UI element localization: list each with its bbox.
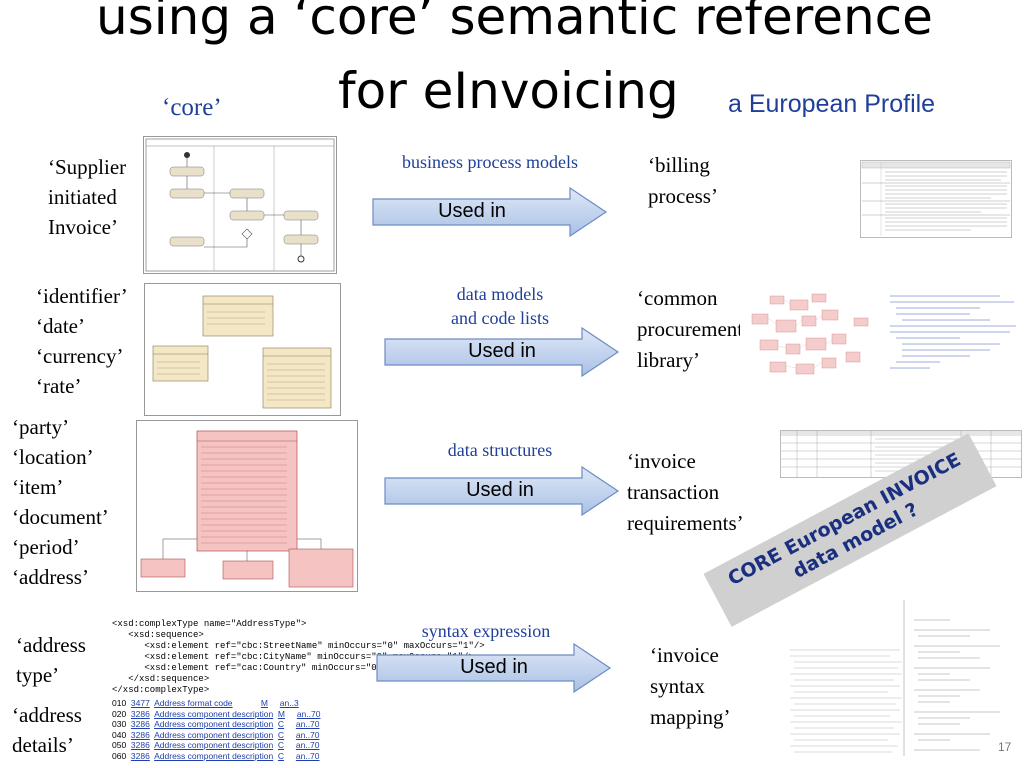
procurement-library-thumbnail: [740, 290, 1020, 382]
used-in-arrow-1: Used in: [372, 187, 608, 237]
table-row: 010 3477 Address format code M an..3: [112, 698, 299, 708]
left-label-address-details: ‘address details’: [12, 703, 82, 757]
core-label: ‘core’: [162, 94, 222, 121]
process-model-thumbnail: [143, 136, 337, 274]
table-row: 050 3286 Address component description C…: [112, 740, 320, 750]
left-label-supplier-invoice: ‘Supplier initiated Invoice’: [48, 155, 127, 239]
left-label-party: ‘party’ ‘location’ ‘item’ ‘document’ ‘pe…: [12, 415, 109, 589]
right-label-billing-process: ‘billing process’: [648, 153, 718, 208]
page-number: 17: [998, 740, 1012, 754]
left-label-identifier: ‘identifier’ ‘date’ ‘currency’ ‘rate’: [36, 284, 128, 398]
used-in-label-4: Used in: [460, 656, 528, 678]
used-in-arrow-3: Used in: [384, 466, 620, 516]
category-business-process-models: business process models: [402, 152, 578, 172]
billing-process-requirements-thumbnail: [860, 160, 1012, 238]
address-details-table: 010 3477 Address format code M an..3 020…: [112, 698, 320, 761]
category-data-models: data models and code lists: [451, 284, 549, 328]
data-structure-thumbnail: [136, 420, 358, 592]
right-label-invoice-transaction-requirements: ‘invoice transaction requirements’: [627, 449, 744, 535]
table-row: 040 3286 Address component description C…: [112, 729, 320, 740]
slide-title-line1: using a ‘core’ semantic reference: [96, 0, 933, 46]
left-label-address-type: ‘address type’: [16, 633, 86, 687]
table-row: 060 3286 Address component description C…: [112, 750, 320, 761]
right-label-invoice-syntax-mapping: ‘invoice syntax mapping’: [650, 643, 731, 729]
category-syntax-expression: syntax expression: [421, 621, 551, 641]
slide-title-line2: for eInvoicing: [338, 62, 679, 120]
used-in-label-3: Used in: [466, 479, 534, 501]
used-in-arrow-2: Used in: [384, 327, 620, 377]
category-data-structures: data structures: [447, 440, 553, 460]
used-in-label-2: Used in: [468, 340, 536, 362]
syntax-mapping-thumbnail: [790, 560, 1020, 760]
used-in-label-1: Used in: [438, 200, 506, 222]
used-in-arrow-4: Used in: [376, 643, 612, 693]
table-row: 030 3286 Address component description C…: [112, 719, 320, 729]
right-label-common-procurement-library: ‘common procurement library’: [637, 286, 744, 372]
european-profile-label: a European Profile: [728, 90, 936, 118]
table-row: 020 3286 Address component description M…: [112, 708, 321, 719]
xsd-code-snippet: <xsd:complexType name="AddressType"> <xs…: [112, 619, 485, 695]
data-model-thumbnail: [144, 283, 341, 416]
